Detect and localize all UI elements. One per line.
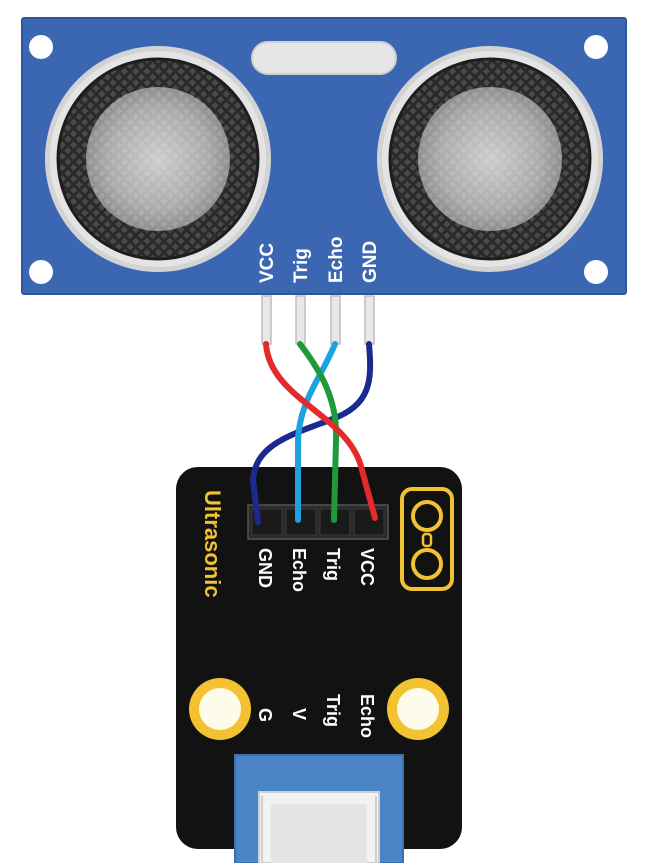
sensor-pin-label-vcc: VCC: [257, 243, 278, 283]
adapter-label-trig: Trig: [323, 694, 343, 727]
sensor-header-pins: [261, 295, 375, 345]
sensor-board-edge: [21, 17, 627, 295]
adapter-label-g: G: [255, 708, 275, 722]
adapter-pin-label-gnd: GND: [255, 548, 275, 588]
ultrasonic-adapter-module: Ultrasonic GND Echo Trig VCC: [176, 467, 462, 863]
sensor-pin-label-echo: Echo: [326, 237, 347, 283]
jumper-wires: [249, 341, 378, 525]
adapter-capacitor-footprint: [400, 487, 454, 591]
adapter-label-v: V: [289, 708, 309, 720]
adapter-header-socket: [247, 504, 389, 540]
mounting-hole-icon: [584, 35, 608, 59]
mounting-hole-icon: [584, 260, 608, 284]
receiver-transducer: [377, 46, 603, 272]
adapter-pin-label-vcc: VCC: [357, 548, 377, 586]
adapter-pin-label-trig: Trig: [323, 548, 343, 581]
sensor-pin-label-gnd: GND: [360, 241, 381, 283]
sensor-pin-label-trig: Trig: [291, 248, 312, 283]
wire-trig: [297, 341, 340, 523]
adapter-mounting-pad-right: [387, 678, 449, 740]
wire-vcc: [263, 341, 378, 521]
adapter-board: [176, 467, 462, 849]
adapter-mounting-pad-left: [189, 678, 251, 740]
ultrasonic-sensor-module: VCC Trig Echo GND: [21, 17, 627, 295]
adapter-pin-label-echo: Echo: [289, 548, 309, 592]
mounting-hole-icon: [29, 35, 53, 59]
mounting-hole-icon: [29, 260, 53, 284]
transmitter-transducer: [45, 46, 271, 272]
adapter-title: Ultrasonic: [200, 490, 225, 598]
wire-echo: [295, 341, 338, 523]
adapter-connector: [234, 754, 404, 863]
crystal-oscillator: [251, 41, 397, 75]
adapter-label-echo: Echo: [357, 694, 377, 738]
